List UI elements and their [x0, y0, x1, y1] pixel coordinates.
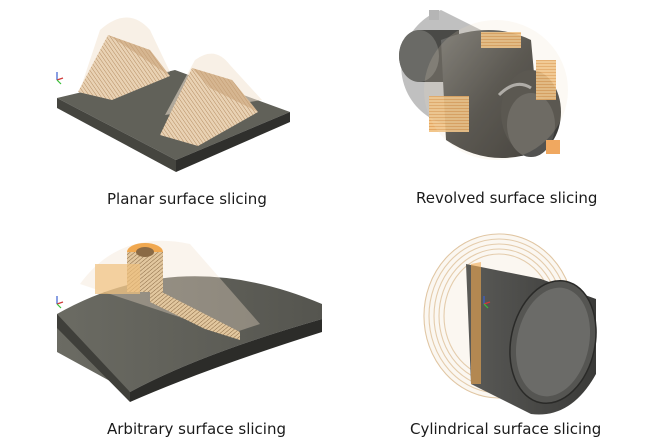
- revolved-slicing-panel: Revolved surface slicing: [331, 0, 663, 224]
- curved-base: [57, 276, 322, 392]
- panel-caption: Cylindrical surface slicing: [410, 420, 602, 438]
- cylindrical-slicing-render: [423, 233, 597, 415]
- rib: [150, 286, 240, 340]
- panel-caption: Planar surface slicing: [107, 190, 267, 208]
- cylindrical-slicing-panel: Cylindrical surface slicing: [331, 224, 663, 448]
- planar-slicing-render: [56, 17, 290, 172]
- arbitrary-slicing-panel: Arbitrary surface slicing: [0, 224, 331, 448]
- panel-caption: Revolved surface slicing: [416, 189, 598, 207]
- base-right-side: [176, 112, 290, 172]
- planar-slicing-panel: Planar surface slicing: [0, 0, 331, 224]
- revolved-slicing-render: [399, 10, 568, 160]
- base-left-side: [57, 98, 176, 172]
- panel-caption: Arbitrary surface slicing: [107, 420, 286, 438]
- arbitrary-slicing-render: [56, 240, 322, 402]
